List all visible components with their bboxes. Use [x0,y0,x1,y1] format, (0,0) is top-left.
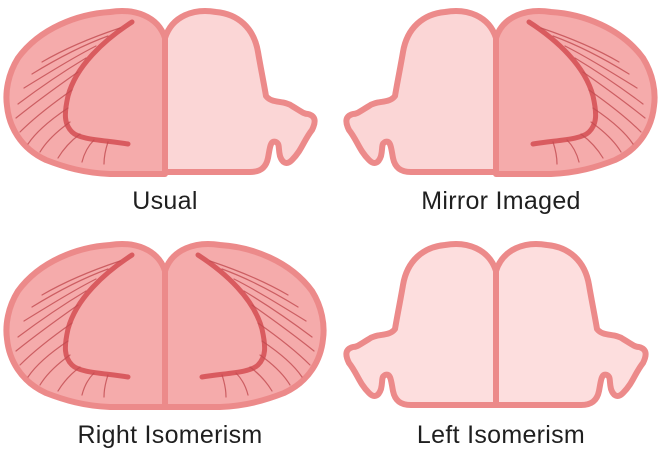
panel-usual [0,0,331,185]
atrial-shape-left-isomerism [346,244,645,405]
left-appendage-left [346,11,496,172]
panel-right-isomerism [0,233,331,418]
atrium-outline [496,11,655,174]
right-appendage-right [496,11,655,174]
right-appendage-left [6,11,165,174]
atrium-outline [496,244,646,405]
panel-left-isomerism [331,233,662,418]
atrium-outline [346,244,496,405]
atrial-shape-mirror-imaged [346,11,654,174]
right-appendage-left [6,244,165,407]
left-appendage-left [346,244,496,405]
caption-left-isomerism: Left Isomerism [401,421,601,450]
left-appendage-right [165,11,315,172]
atrium-outline [346,11,496,172]
caption-mirror-imaged: Mirror Imaged [401,187,601,216]
atrium-outline [6,11,165,174]
left-appendage-right [496,244,646,405]
atrial-shape-right-isomerism [6,244,323,407]
right-appendage-right [165,244,324,407]
caption-usual: Usual [85,187,245,216]
atrium-outline [165,11,315,172]
atrium-outline [165,244,324,407]
caption-right-isomerism: Right Isomerism [60,421,280,450]
atrial-shape-usual [6,11,314,174]
panel-mirror-imaged [331,0,662,185]
atrium-outline [6,244,165,407]
